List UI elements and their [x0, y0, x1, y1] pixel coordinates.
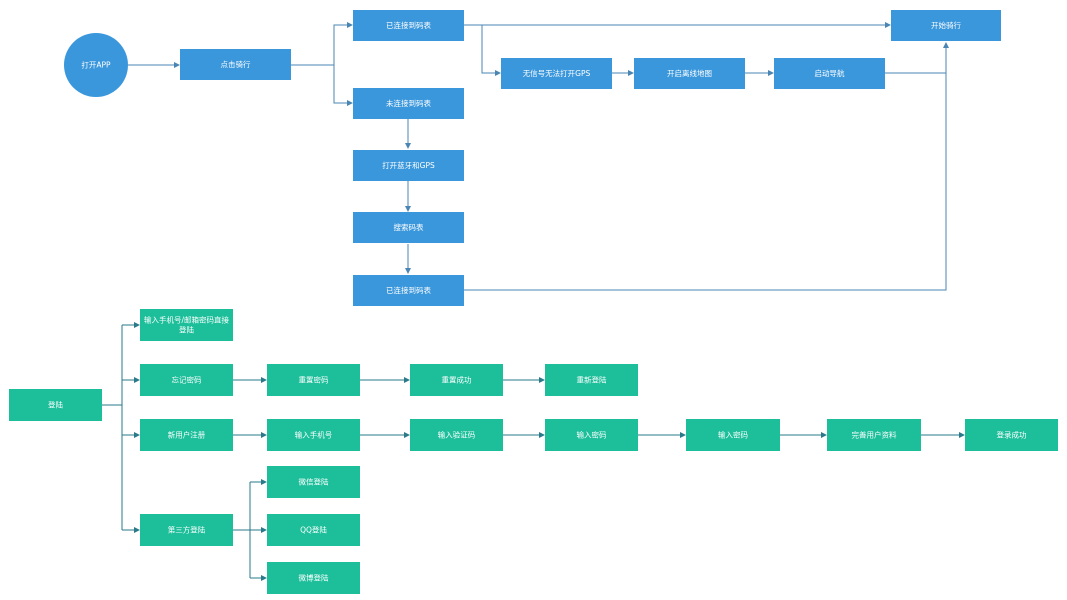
node-reset[interactable]: 重置密码: [267, 364, 360, 396]
node-connected[interactable]: 已连接到码表: [353, 10, 464, 41]
node-search[interactable]: 搜索码表: [353, 212, 464, 243]
node-connected-2-label: 已连接到码表: [386, 285, 431, 295]
node-weibo-label: 微博登陆: [299, 573, 329, 583]
node-not-connected[interactable]: 未连接到码表: [353, 88, 464, 119]
node-login-ok-label: 登录成功: [997, 430, 1027, 440]
edge-connected-2-to-start-ride: [464, 42, 949, 291]
node-forgot-label: 忘记密码: [172, 375, 202, 385]
node-wechat[interactable]: 微信登陆: [267, 466, 360, 498]
node-enter-pwd-1-label: 输入密码: [577, 430, 607, 440]
node-login-label: 登陆: [48, 400, 63, 410]
node-open-bt-gps-label: 打开蓝牙和GPS: [382, 160, 435, 170]
node-no-signal[interactable]: 无信号无法打开GPS: [501, 58, 612, 89]
node-register-label: 新用户注册: [168, 430, 206, 440]
node-direct-login-label-line1: 输入手机号/邮箱密码直接: [144, 315, 230, 325]
node-complete-profile-label: 完善用户资料: [852, 430, 897, 440]
login-flow: 登陆 输入手机号/邮箱密码直接 登陆 忘记密码 重置密码 重置成功 重新登陆 新…: [9, 309, 1058, 594]
node-forgot[interactable]: 忘记密码: [140, 364, 233, 396]
node-start-ride[interactable]: 开始骑行: [891, 10, 1001, 41]
node-click-ride-label: 点击骑行: [221, 59, 251, 69]
node-offline-map[interactable]: 开启离线地图: [634, 58, 745, 89]
edge-connected-to-no-signal: [481, 25, 501, 76]
node-open-bt-gps[interactable]: 打开蓝牙和GPS: [353, 150, 464, 181]
node-enter-pwd-1[interactable]: 输入密码: [545, 419, 638, 451]
node-reset-ok[interactable]: 重置成功: [410, 364, 503, 396]
node-relogin-label: 重新登陆: [577, 375, 607, 385]
node-register[interactable]: 新用户注册: [140, 419, 233, 451]
login-flow-edges: [102, 322, 965, 581]
node-start-ride-label: 开始骑行: [931, 20, 961, 30]
node-open-app-label: 打开APP: [81, 60, 111, 70]
node-reset-ok-label: 重置成功: [442, 375, 472, 385]
node-enter-code-label: 输入验证码: [438, 430, 476, 440]
node-enter-phone[interactable]: 输入手机号: [267, 419, 360, 451]
node-enter-code[interactable]: 输入验证码: [410, 419, 503, 451]
node-direct-login[interactable]: 输入手机号/邮箱密码直接 登陆: [140, 309, 233, 341]
node-search-label: 搜索码表: [394, 222, 424, 232]
node-login[interactable]: 登陆: [9, 389, 102, 421]
edge-branch-to-not-connected: [333, 65, 353, 106]
node-open-app[interactable]: 打开APP: [64, 33, 128, 97]
node-connected-label: 已连接到码表: [386, 20, 431, 30]
node-reset-label: 重置密码: [299, 375, 329, 385]
node-start-nav[interactable]: 启动导航: [774, 58, 885, 89]
node-login-ok[interactable]: 登录成功: [965, 419, 1058, 451]
node-start-nav-label: 启动导航: [815, 68, 845, 78]
node-connected-2[interactable]: 已连接到码表: [353, 275, 464, 306]
node-no-signal-label: 无信号无法打开GPS: [523, 68, 591, 78]
riding-flow: 打开APP 点击骑行 已连接到码表 未连接到码表 打开蓝牙和GPS 搜索码表 已…: [64, 10, 1001, 306]
node-qq-label: QQ登陆: [300, 525, 327, 535]
node-not-connected-label: 未连接到码表: [386, 98, 431, 108]
node-third-party[interactable]: 第三方登陆: [140, 514, 233, 546]
node-weibo[interactable]: 微博登陆: [267, 562, 360, 594]
riding-flow-edges: [128, 22, 949, 291]
node-third-party-label: 第三方登陆: [168, 525, 206, 535]
node-click-ride[interactable]: 点击骑行: [180, 49, 291, 80]
node-complete-profile[interactable]: 完善用户资料: [827, 419, 921, 451]
node-enter-pwd-2[interactable]: 输入密码: [686, 419, 780, 451]
node-direct-login-label-line2: 登陆: [179, 325, 194, 335]
node-wechat-label: 微信登陆: [299, 477, 329, 487]
edge-branch-to-connected: [333, 22, 353, 65]
node-enter-pwd-2-label: 输入密码: [718, 430, 748, 440]
node-relogin[interactable]: 重新登陆: [545, 364, 638, 396]
node-qq[interactable]: QQ登陆: [267, 514, 360, 546]
node-offline-map-label: 开启离线地图: [667, 68, 712, 78]
node-enter-phone-label: 输入手机号: [295, 430, 333, 440]
